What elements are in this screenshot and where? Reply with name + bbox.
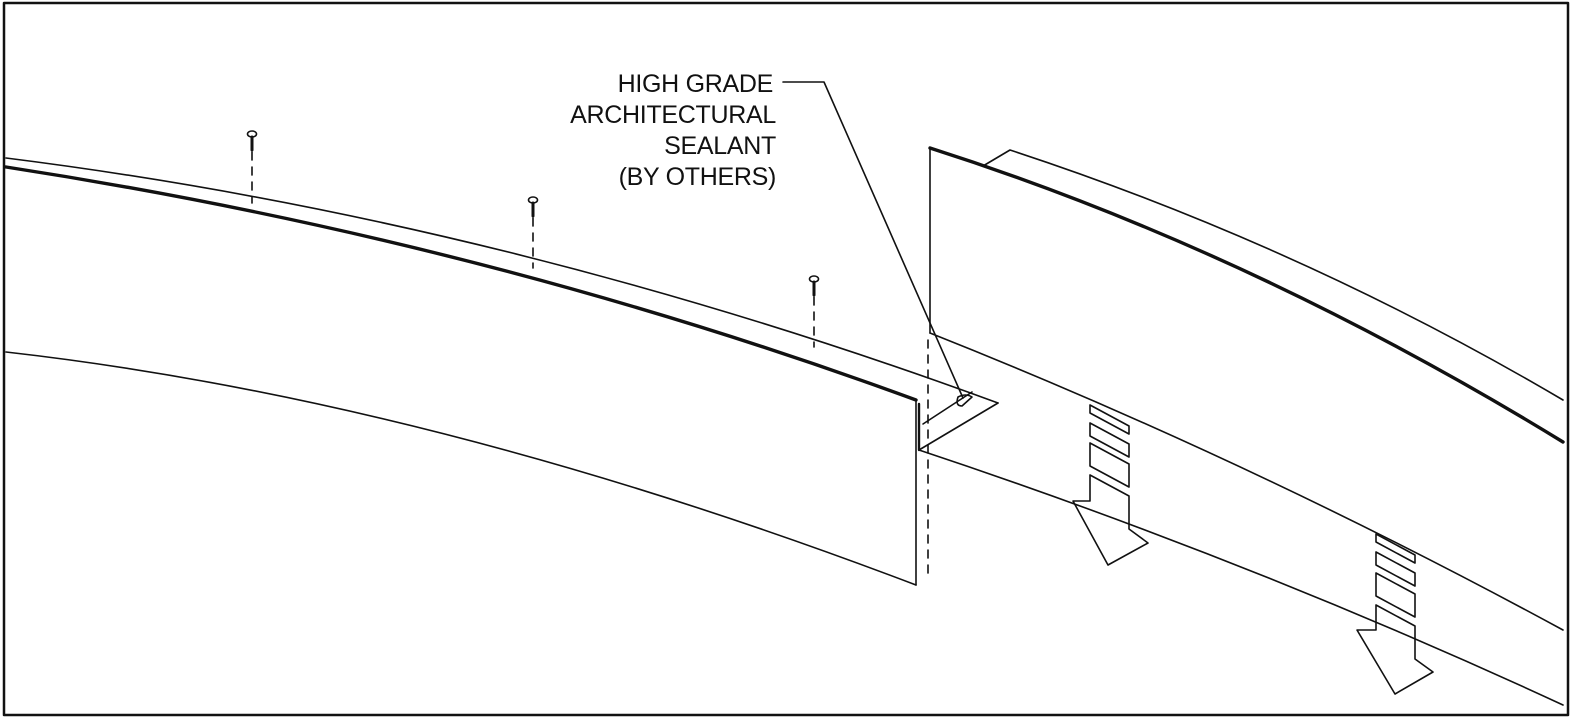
- screw-1: [246, 130, 258, 152]
- right-panel-back-edge: [982, 149, 1564, 401]
- left-panel-top-front-edge: [4, 165, 918, 402]
- left-panel-top-back-edge: [5, 157, 999, 404]
- sealant-callout: HIGH GRADE ARCHITECTURAL SEALANT (BY OTH…: [570, 70, 777, 191]
- right-fascia-panel: [918, 146, 1565, 706]
- callout-line-4: (BY OTHERS): [619, 163, 776, 191]
- sealant-joint: [918, 391, 999, 451]
- right-panel-middle-edge: [929, 332, 1564, 631]
- callout-line-3: SEALANT: [664, 132, 776, 160]
- callout-line-1: HIGH GRADE: [618, 70, 773, 98]
- callout-line-2: ARCHITECTURAL: [570, 101, 776, 129]
- down-arrow-1: [1072, 404, 1149, 566]
- down-arrow-2: [1356, 533, 1434, 695]
- screw-3: [808, 275, 820, 297]
- left-panel-bottom-edge: [5, 351, 917, 586]
- sealant-bead: [956, 394, 973, 407]
- fastener-centerlines: [251, 151, 929, 581]
- screw-2: [527, 196, 539, 218]
- splice-plate-inner: [922, 391, 973, 425]
- right-panel-bottom-edge: [918, 449, 1564, 706]
- right-panel-top-edge: [928, 146, 1565, 444]
- callout-leader-line: [782, 81, 964, 399]
- splice-plate: [918, 402, 999, 451]
- left-fascia-panel: [4, 157, 999, 586]
